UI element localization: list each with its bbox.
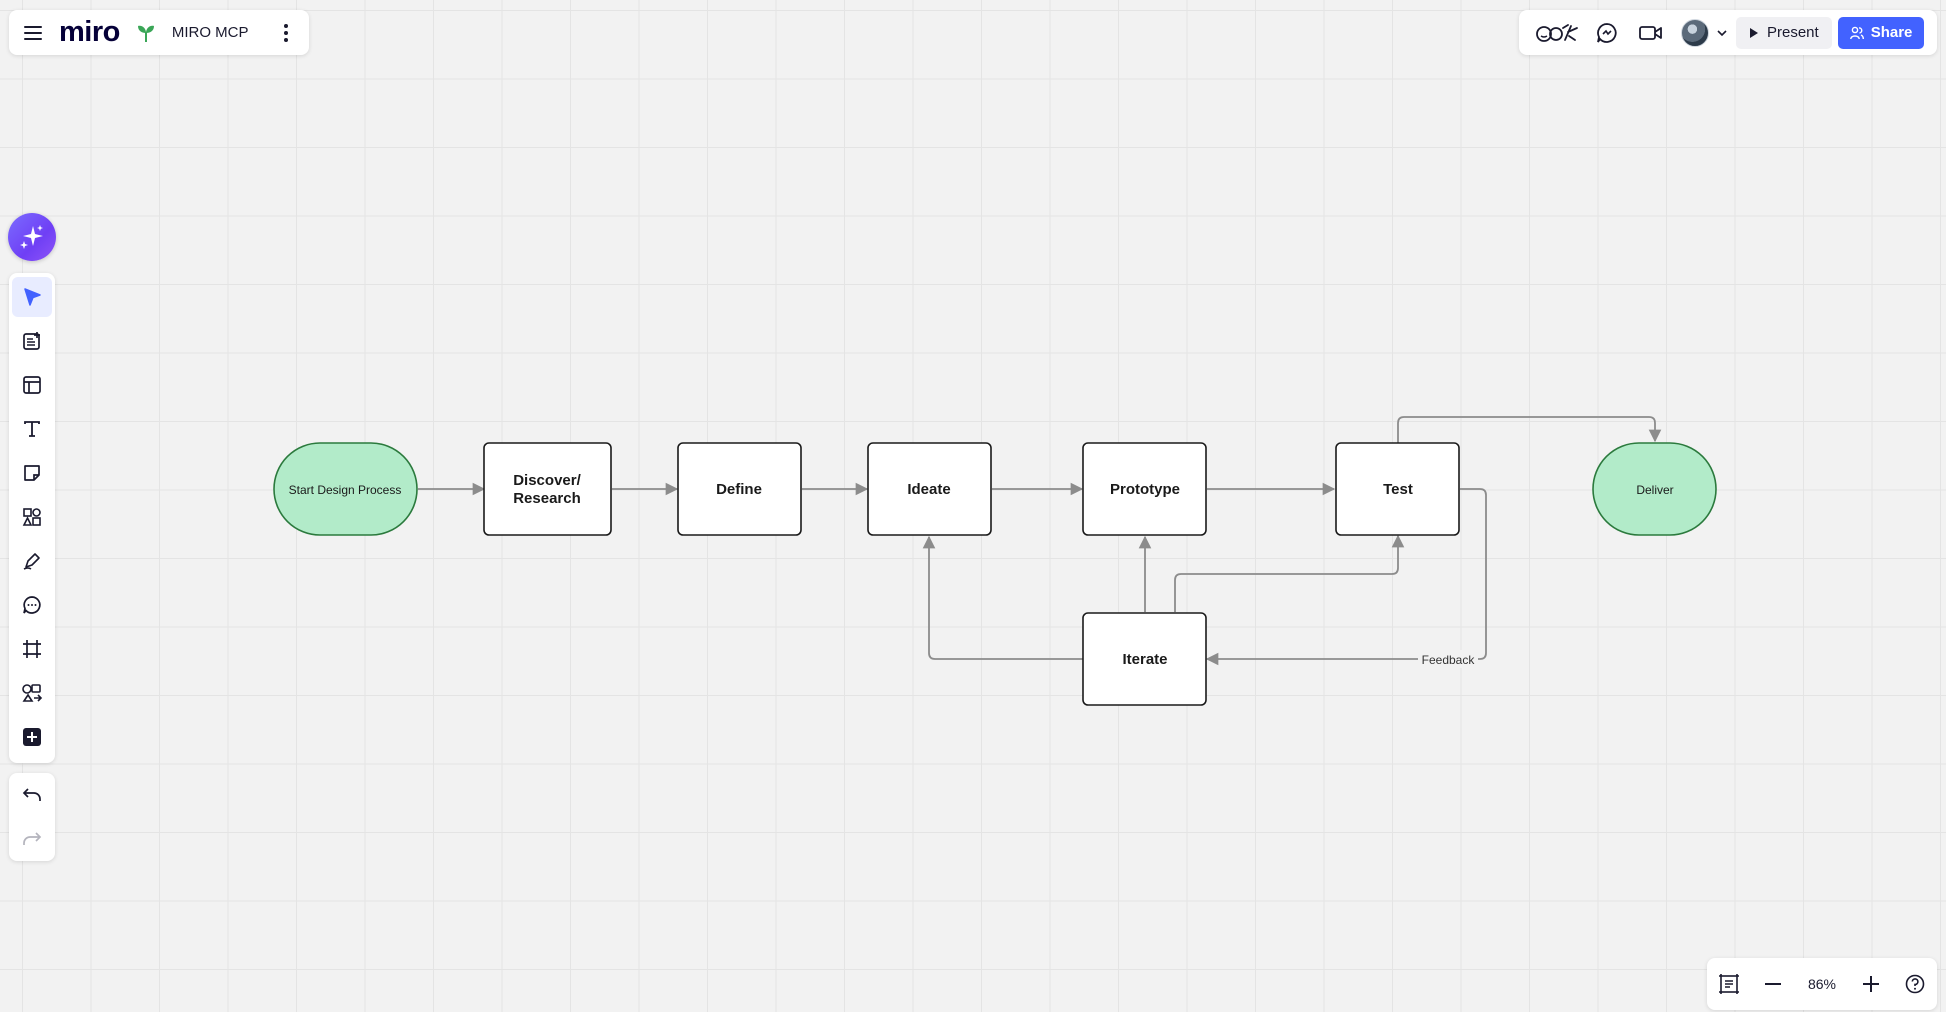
board-options-button[interactable]	[271, 16, 301, 50]
undo-icon	[22, 788, 41, 801]
plus-icon	[1863, 976, 1879, 992]
share-label: Share	[1870, 24, 1913, 41]
video-call-button[interactable]	[1631, 16, 1671, 50]
frame-tool[interactable]	[12, 629, 52, 669]
node-ideate[interactable]: Ideate	[867, 442, 992, 536]
node-prototype[interactable]: Prototype	[1082, 442, 1207, 536]
node-discover-research[interactable]: Discover/ Research	[483, 442, 612, 536]
node-prototype-label: Prototype	[1110, 481, 1180, 498]
connector-iterate-test[interactable]	[1174, 534, 1405, 612]
node-define-label: Define	[716, 481, 762, 498]
help-icon	[1905, 974, 1925, 994]
chat-icon	[1597, 22, 1617, 43]
layout-tool[interactable]	[12, 365, 52, 405]
hamburger-icon	[24, 25, 42, 40]
fit-frame-icon	[1719, 974, 1739, 994]
redo-icon	[23, 832, 42, 845]
text-tool[interactable]	[12, 409, 52, 449]
plus-square-icon	[23, 728, 41, 746]
user-menu[interactable]	[1681, 18, 1728, 47]
node-start-design-process[interactable]: Start Design Process	[273, 442, 418, 536]
video-camera-icon	[1639, 25, 1662, 40]
note-plus-icon	[23, 332, 40, 350]
cursor-arrow-icon	[24, 288, 41, 306]
feedback-label-bg	[1418, 650, 1478, 668]
present-button[interactable]: Present	[1736, 16, 1832, 49]
select-tool[interactable]	[12, 277, 52, 317]
pen-icon	[23, 553, 40, 570]
main-menu-button[interactable]	[9, 10, 57, 55]
fit-to-screen-button[interactable]	[1712, 967, 1746, 1001]
reactions-icon	[1536, 23, 1578, 42]
zoom-out-button[interactable]	[1756, 967, 1790, 1001]
frame-icon	[23, 640, 41, 658]
help-button[interactable]	[1898, 967, 1932, 1001]
sparkle-icon	[20, 225, 43, 249]
more-tools-button[interactable]	[12, 717, 52, 757]
diagram-icon	[22, 684, 43, 702]
zoom-in-button[interactable]	[1854, 967, 1888, 1001]
node-deliver-label: Deliver	[1636, 483, 1673, 497]
text-icon	[24, 421, 40, 437]
comment-tool[interactable]	[12, 585, 52, 625]
node-iterate[interactable]: Iterate	[1082, 612, 1207, 706]
zoom-level[interactable]: 86%	[1807, 976, 1837, 992]
node-define[interactable]: Define	[677, 442, 802, 536]
comments-button[interactable]	[1587, 16, 1627, 50]
board-header: miro MIRO MCP	[9, 10, 309, 55]
node-discover-label-line1: Discover/	[513, 472, 581, 489]
comment-icon	[23, 596, 41, 614]
node-iterate-label: Iterate	[1122, 651, 1167, 668]
reactions-button[interactable]	[1531, 16, 1583, 50]
connector-test-iterate-feedback[interactable]	[1424, 488, 1487, 660]
undo-button[interactable]	[12, 775, 52, 815]
node-start-label: Start Design Process	[289, 483, 402, 497]
diagramming-tool[interactable]	[12, 673, 52, 713]
creation-toolbar	[9, 273, 55, 763]
connector-iterate-ideate[interactable]	[922, 535, 1083, 660]
present-label: Present	[1767, 24, 1819, 41]
minus-icon	[1765, 983, 1781, 985]
redo-button[interactable]	[12, 819, 52, 859]
history-toolbar	[9, 773, 55, 861]
shapes-tool[interactable]	[12, 497, 52, 537]
shapes-icon	[22, 508, 41, 526]
node-ideate-label: Ideate	[907, 481, 950, 498]
share-button[interactable]: Share	[1837, 16, 1925, 49]
templates-tool[interactable]	[12, 321, 52, 361]
zoom-toolbar: 86%	[1707, 958, 1937, 1010]
layout-icon	[23, 376, 41, 394]
sprout-icon	[136, 21, 160, 45]
miro-logo[interactable]: miro	[59, 16, 120, 48]
board-name[interactable]: MIRO MCP	[171, 24, 249, 41]
feedback-label: Feedback	[1422, 653, 1476, 667]
users-icon	[1849, 26, 1864, 39]
play-icon	[1750, 27, 1758, 38]
sticky-note-tool[interactable]	[12, 453, 52, 493]
node-test-label: Test	[1383, 481, 1413, 498]
node-discover-label-line2: Research	[513, 490, 581, 507]
node-test[interactable]: Test	[1335, 442, 1460, 536]
more-vertical-icon	[283, 23, 288, 42]
pen-tool[interactable]	[12, 541, 52, 581]
sticky-note-icon	[24, 465, 40, 481]
chevron-down-icon	[1717, 29, 1727, 36]
connector-test-deliver[interactable]	[1397, 416, 1662, 443]
node-deliver[interactable]: Deliver	[1592, 442, 1717, 536]
avatar	[1681, 18, 1709, 47]
ai-assistant-button[interactable]	[8, 213, 56, 261]
collaboration-toolbar: Present Share	[1519, 10, 1937, 55]
